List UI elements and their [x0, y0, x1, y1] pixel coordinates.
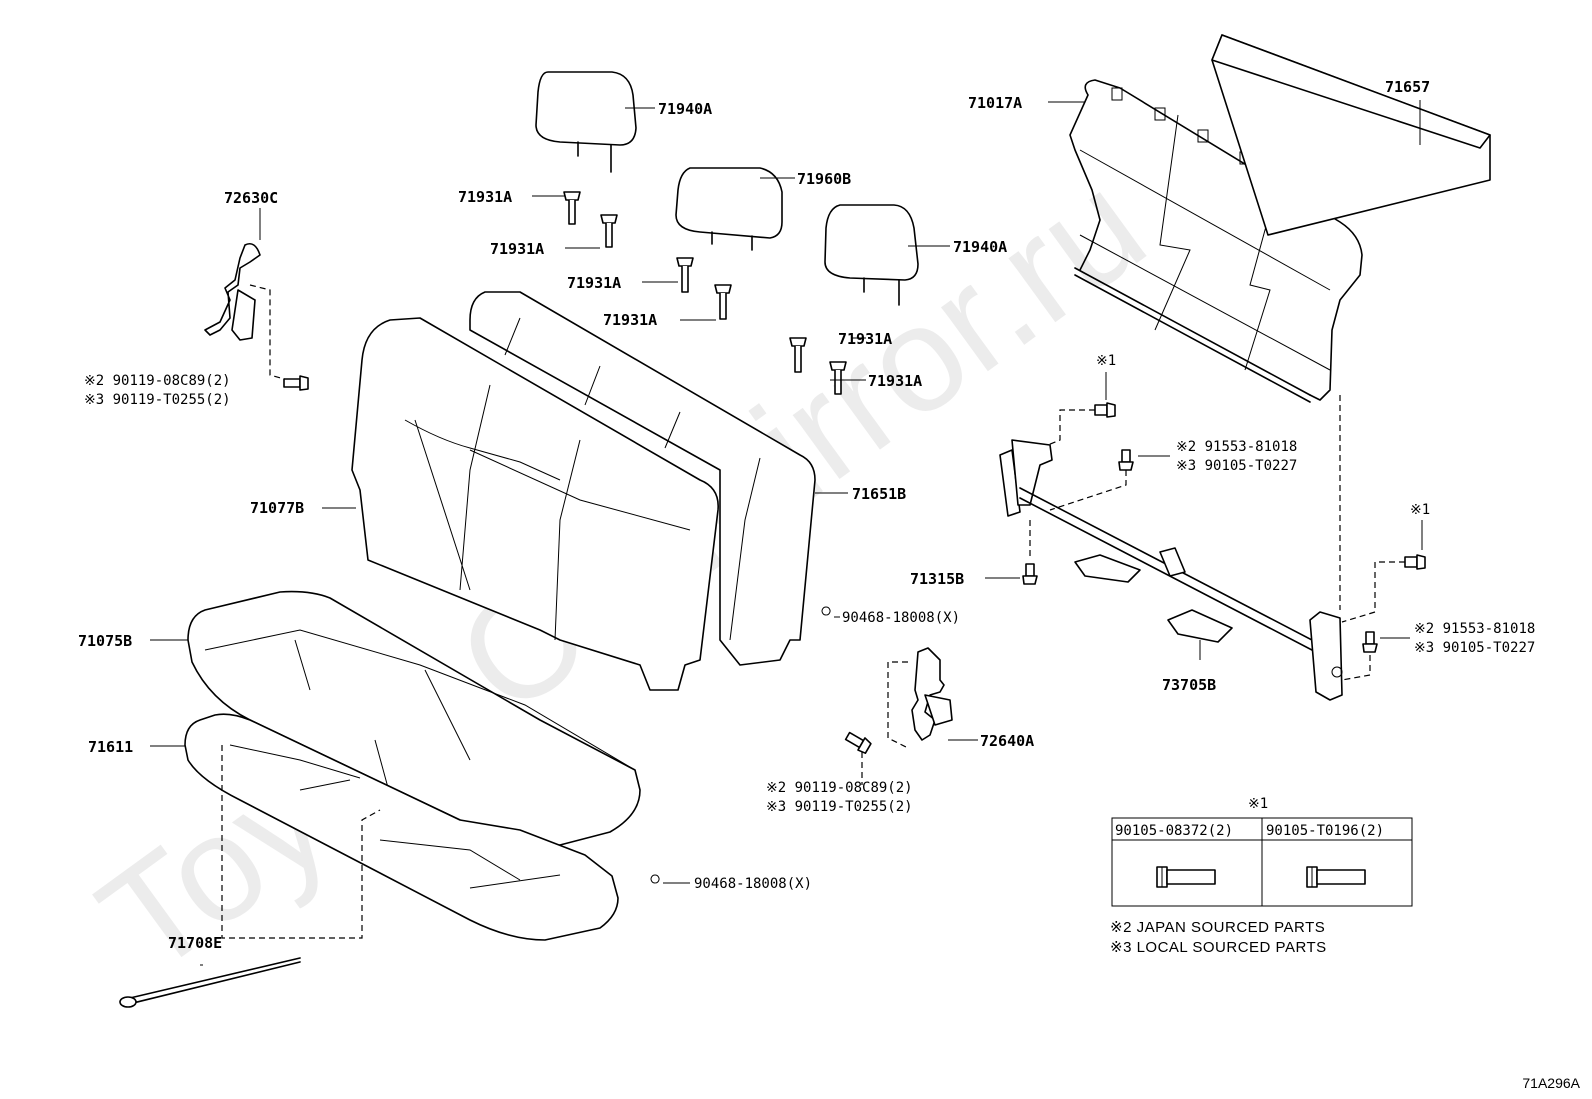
label-71315B: 71315B	[910, 570, 964, 588]
latch-72640A	[844, 647, 953, 785]
note-bolt-mid-2: ※2 90119-08C89(2)	[766, 780, 913, 796]
label-90468-2: 90468-18008(X)	[694, 876, 812, 892]
bolt-mark1-b	[1404, 554, 1426, 570]
trim-board-71657	[1211, 34, 1491, 236]
seatback-71077B	[351, 317, 719, 691]
label-71960B: 71960B	[797, 170, 851, 188]
label-71651B: 71651B	[852, 485, 906, 503]
bolt-71315B	[1022, 563, 1038, 585]
bolt-icon-08372	[1156, 866, 1216, 888]
strap-71708E	[119, 957, 301, 1008]
label-71931A-1: 71931A	[458, 188, 512, 206]
label-71940A-right: 71940A	[953, 238, 1007, 256]
hinge-72630C	[204, 242, 309, 391]
headrest-71940A-left	[535, 71, 637, 173]
note-r1-3: ※3 90105-T0227	[1176, 458, 1297, 474]
note-r2-2: ※2 91553-81018	[1414, 621, 1535, 637]
legend-japan: ※2 JAPAN SOURCED PARTS	[1110, 919, 1325, 936]
bolt-icon-T0196	[1306, 866, 1366, 888]
label-73705B: 73705B	[1162, 676, 1216, 694]
table-col1: 90105-08372(2)	[1115, 823, 1233, 839]
label-90468-1: 90468-18008(X)	[842, 610, 960, 626]
label-71931A-5: 71931A	[838, 330, 892, 348]
label-71708E: 71708E	[168, 934, 222, 952]
label-71931A-2: 71931A	[490, 240, 544, 258]
headrest-71940A-right	[824, 204, 919, 306]
label-71931A-3: 71931A	[567, 274, 621, 292]
ring-90468-2	[650, 874, 660, 884]
note-mark1-b: ※1	[1410, 502, 1430, 518]
label-71931A-4: 71931A	[603, 311, 657, 329]
table-title: ※1	[1248, 796, 1268, 812]
seat-hinge-bar	[999, 439, 1343, 701]
label-71075B: 71075B	[78, 632, 132, 650]
note-r2-3: ※3 90105-T0227	[1414, 640, 1535, 656]
headrest-guides	[563, 191, 847, 395]
diagram-code: 71A296A	[1522, 1075, 1580, 1091]
bolt-91553-b	[1362, 631, 1378, 653]
note-mark1-a: ※1	[1096, 353, 1116, 369]
label-71611: 71611	[88, 738, 133, 756]
leader-lines	[150, 100, 1423, 966]
note-bolt-left-3: ※3 90119-T0255(2)	[84, 392, 231, 408]
label-72630C: 72630C	[224, 189, 278, 207]
bolt-mark1-a	[1094, 402, 1116, 418]
label-71931A-6: 71931A	[868, 372, 922, 390]
note-bolt-left-2: ※2 90119-08C89(2)	[84, 373, 231, 389]
seatback-frame-71017A	[1069, 79, 1363, 403]
note-bolt-mid-3: ※3 90119-T0255(2)	[766, 799, 913, 815]
label-72640A: 72640A	[980, 732, 1034, 750]
bolt-table: ※1 90105-08372(2) 90105-T0196(2)	[1111, 796, 1413, 907]
ring-90468-1	[821, 606, 831, 616]
label-71657: 71657	[1385, 78, 1430, 96]
note-r1-2: ※2 91553-81018	[1176, 439, 1297, 455]
bolt-91553-a	[1118, 449, 1134, 471]
label-71940A-left: 71940A	[658, 100, 712, 118]
table-col2: 90105-T0196(2)	[1266, 823, 1384, 839]
legend-local: ※3 LOCAL SOURCED PARTS	[1110, 939, 1327, 956]
headrest-71960B	[675, 167, 783, 251]
label-71077B: 71077B	[250, 499, 304, 517]
seatback-71651B	[469, 291, 816, 666]
cushion-pad-71611	[184, 713, 619, 941]
label-71017A: 71017A	[968, 94, 1022, 112]
